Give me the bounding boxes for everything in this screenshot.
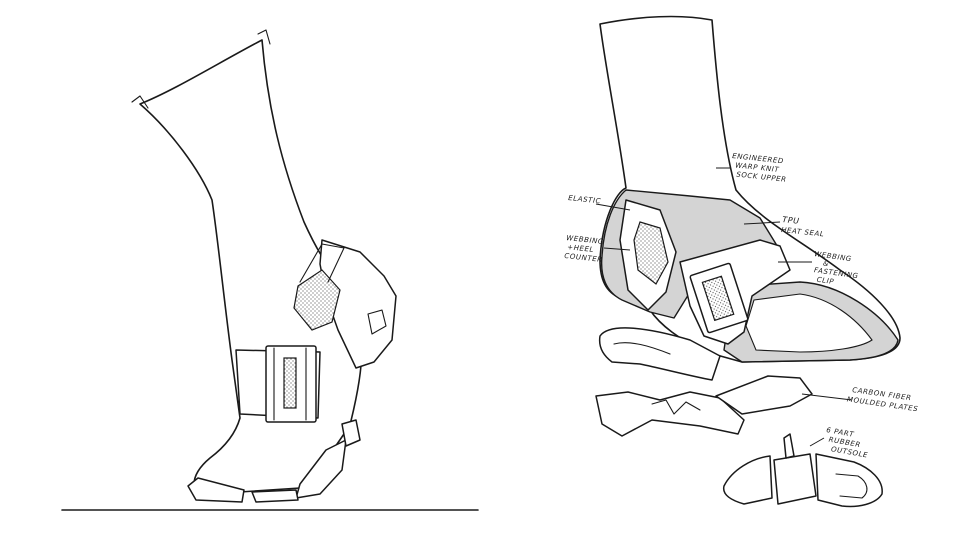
label-elastic: ELASTIC: [568, 194, 602, 205]
side-view-drawing: [61, 29, 479, 511]
outsole-piece-front: [815, 453, 883, 508]
exploded-view-drawing: [595, 15, 901, 508]
outsole-heel-tab: [783, 433, 795, 459]
elastic-panel: [633, 221, 669, 285]
buckle-insert-side: [283, 357, 297, 409]
leader-tpu: [743, 221, 781, 225]
outsole-toe-cutout: [835, 473, 868, 499]
sock-cuff-tab-left: [131, 95, 149, 109]
carbon-plate-mid: [595, 391, 745, 437]
annotation-labels: ENGINEERED WARP KNIT SOCK UPPER ELASTIC …: [564, 152, 920, 460]
heel-webbing-side: [293, 269, 341, 331]
carbon-plate-rear: [598, 327, 721, 381]
heel-tip-side: [341, 419, 361, 447]
label-webbing-clip: WEBBING & FASTENING CLIP: [810, 250, 864, 290]
carbon-plate-front: [715, 375, 813, 415]
sock-cuff-tab-right: [257, 29, 271, 45]
leader-rubber-outsole: [809, 437, 825, 447]
label-tpu: TPU HEAT SEAL: [781, 215, 826, 238]
carbon-plate-mid-notch: [651, 399, 701, 415]
leader-carbon-plates: [801, 393, 853, 401]
outsole-piece-heel: [722, 455, 773, 505]
label-carbon-plates: CARBON FIBER MOULDED PLATES: [846, 386, 920, 414]
label-rubber-outsole: 6 PART RUBBER OUTSOLE: [823, 426, 872, 459]
sock-upper-side: [139, 39, 363, 495]
label-webbing-counter: WEBBING +HEEL COUNTER: [564, 234, 607, 264]
outsole-segment-toe: [187, 477, 245, 503]
outsole-segment-mid: [251, 489, 299, 503]
toe-cap-inner: [745, 293, 873, 353]
leader-webbing-counter: [603, 247, 631, 251]
heel-counter-edge: [299, 243, 345, 283]
buckle-insert-exploded: [701, 275, 735, 322]
outsole-segment-heel: [295, 439, 347, 499]
heel-tab-window: [367, 309, 387, 335]
outsole-piece-mid: [773, 453, 817, 505]
carbon-plate-rear-cutout: [613, 342, 671, 355]
label-sock-upper: ENGINEERED WARP KNIT SOCK UPPER: [730, 152, 789, 184]
leader-elastic: [595, 203, 631, 211]
sock-upper-exploded: [599, 15, 901, 363]
